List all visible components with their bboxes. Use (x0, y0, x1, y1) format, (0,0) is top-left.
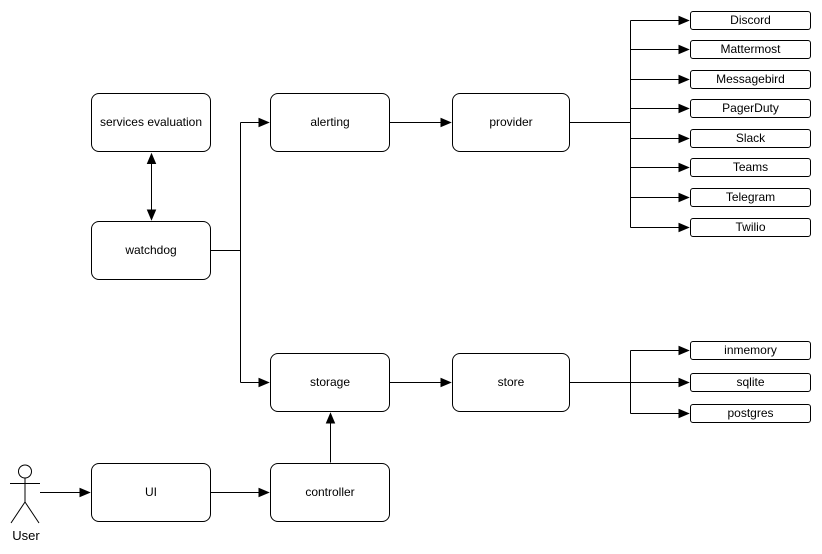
node-services-evaluation: services evaluation (91, 93, 211, 152)
user-actor-icon (10, 464, 40, 524)
node-twilio: Twilio (690, 218, 811, 237)
node-store: store (452, 353, 570, 412)
node-ui: UI (91, 463, 211, 522)
actor-label: User (12, 528, 40, 543)
node-mattermost: Mattermost (690, 40, 811, 59)
node-teams: Teams (690, 158, 811, 177)
node-pagerduty: PagerDuty (690, 99, 811, 118)
node-sqlite: sqlite (690, 373, 811, 392)
node-slack: Slack (690, 129, 811, 148)
node-watchdog: watchdog (91, 221, 211, 280)
node-telegram: Telegram (690, 188, 811, 207)
node-controller: controller (270, 463, 390, 522)
node-provider: provider (452, 93, 570, 152)
node-storage: storage (270, 353, 390, 412)
node-postgres: postgres (690, 404, 811, 423)
node-messagebird: Messagebird (690, 70, 811, 89)
node-inmemory: inmemory (690, 341, 811, 360)
node-alerting: alerting (270, 93, 390, 152)
node-discord: Discord (690, 11, 811, 30)
